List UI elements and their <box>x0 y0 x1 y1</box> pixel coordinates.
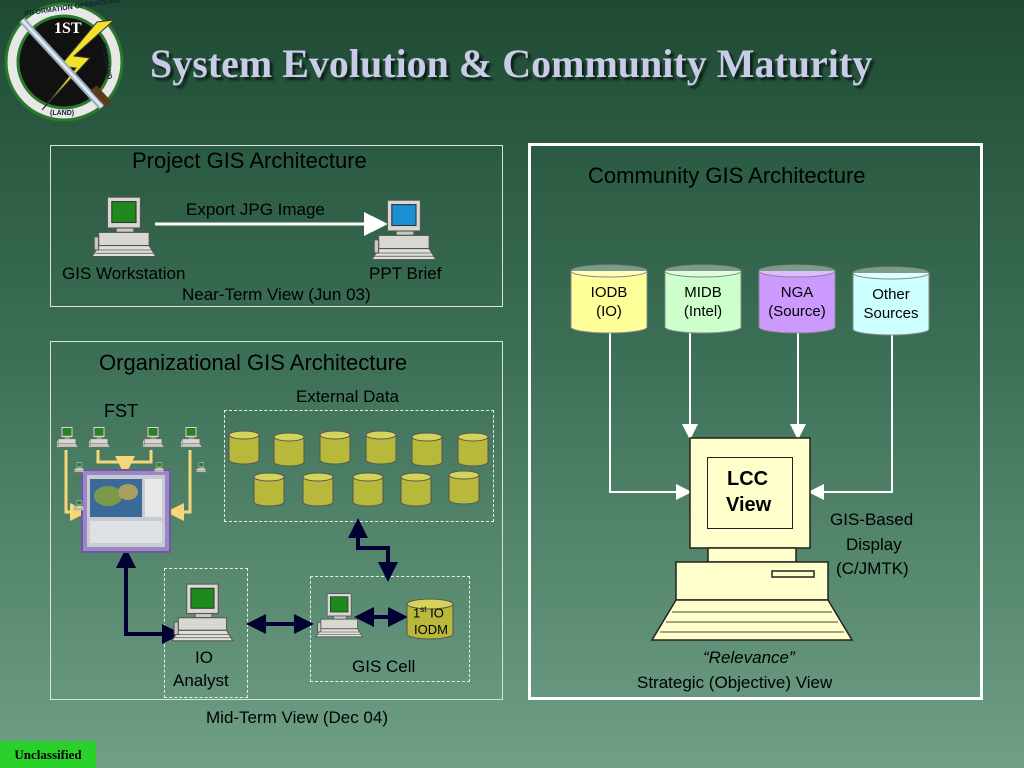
fst-workstation-icon-0 <box>55 426 79 449</box>
io-analyst-label-1: IO <box>195 648 213 667</box>
source-database-1: MIDB(Intel) <box>664 264 742 334</box>
display-label-3: (C/JMTK) <box>836 559 909 578</box>
external-data-label: External Data <box>296 387 399 406</box>
fst-workstation-icon-3 <box>179 426 203 449</box>
near-term-label: Near-Term View (Jun 03) <box>182 285 371 304</box>
external-database-5 <box>457 432 489 468</box>
lcc-screen-line-1: LCC <box>727 468 769 490</box>
source-label-2: NGA(Source) <box>768 284 826 320</box>
organizational-gis-panel <box>50 341 503 700</box>
source-database-2: NGA(Source) <box>758 264 836 334</box>
ppt-brief-icon <box>371 198 438 264</box>
command-logo: 1ST INFORMATION OPERATIONS COMMAND (LAND… <box>2 0 132 124</box>
io-analyst-label-2: Analyst <box>173 671 229 690</box>
fst-mini-icon-3 <box>195 462 207 473</box>
fst-mini-icon-1 <box>153 462 165 473</box>
external-database-0 <box>228 430 260 466</box>
logo-bottom-text: (LAND) <box>50 110 75 117</box>
logo-center-text: 1ST <box>54 20 82 37</box>
fst-workstation-icon-2 <box>141 426 165 449</box>
gis-cell-workstation-icon <box>315 592 364 640</box>
external-database-9 <box>400 472 432 508</box>
page-title: System Evolution & Community Maturity <box>150 41 873 86</box>
external-database-3 <box>365 430 397 466</box>
classification-badge: Unclassified <box>0 741 96 768</box>
iodm-label-1: 1st IO <box>413 605 444 621</box>
external-database-10 <box>448 470 480 506</box>
external-database-2 <box>319 430 351 466</box>
mid-term-label: Mid-Term View (Dec 04) <box>206 708 389 727</box>
relevance-label: “Relevance” <box>703 648 795 667</box>
gis-workstation-label: GIS Workstation <box>62 264 186 283</box>
export-label: Export JPG Image <box>186 200 325 219</box>
io-analyst-workstation-icon <box>171 582 235 645</box>
strategic-view-label: Strategic (Objective) View <box>637 673 833 692</box>
source-label-1: MIDB(Intel) <box>683 284 723 320</box>
ppt-brief-label: PPT Brief <box>369 264 442 283</box>
community-gis-panel <box>528 143 983 700</box>
external-database-6 <box>253 472 285 508</box>
lcc-screen <box>707 457 793 529</box>
community-arrows <box>609 332 893 500</box>
project-heading: Project GIS Architecture <box>132 148 367 173</box>
source-database-0: IODB(IO) <box>570 264 648 334</box>
external-database-8 <box>352 472 384 508</box>
fst-workstation-icon-1 <box>87 426 111 449</box>
map-window <box>81 469 171 553</box>
display-label-2: Display <box>846 535 902 554</box>
org-navy-arrows <box>116 518 408 644</box>
external-database-1 <box>273 432 305 468</box>
fst-links <box>64 450 192 521</box>
fst-mini-icon-0 <box>73 462 85 473</box>
fst-mini-icon-2 <box>73 500 85 511</box>
lcc-screen-line-2: View <box>726 494 772 516</box>
external-database-4 <box>411 432 443 468</box>
gis-cell-label: GIS Cell <box>352 657 416 676</box>
organizational-heading: Organizational GIS Architecture <box>99 350 408 375</box>
source-label-0: IODB(IO) <box>590 284 628 320</box>
iodm-label-2: IODM <box>414 622 448 637</box>
gis-workstation-icon <box>91 195 158 261</box>
iodm-database <box>406 598 454 640</box>
display-label-1: GIS-Based <box>830 510 914 529</box>
fst-label: FST <box>104 401 138 421</box>
project-gis-panel <box>50 145 503 307</box>
external-database-7 <box>302 472 334 508</box>
community-heading: Community GIS Architecture <box>588 163 866 188</box>
